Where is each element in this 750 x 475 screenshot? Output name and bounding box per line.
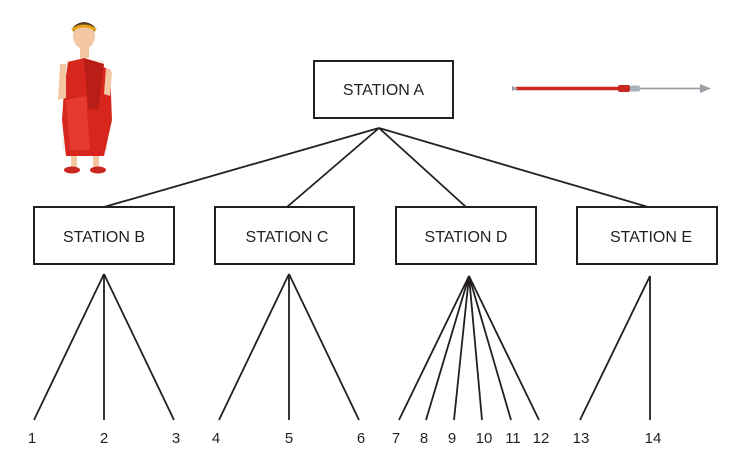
leaf-13: 13 — [573, 430, 590, 447]
leaf-1: 1 — [28, 430, 36, 447]
leaf-10: 10 — [476, 430, 493, 447]
station-a-label: STATION A — [343, 82, 425, 99]
leaf-9: 9 — [448, 430, 456, 447]
leaf-6: 6 — [357, 430, 365, 447]
station-e-label: STATION E — [610, 229, 692, 246]
edge-d-10 — [468, 275, 483, 421]
leaf-12: 12 — [533, 430, 550, 447]
roman-senator-illustration — [58, 22, 112, 174]
station-b-node: STATION B — [33, 206, 175, 265]
edge-d-9 — [453, 275, 470, 421]
edge-d-8 — [425, 275, 470, 421]
station-c-node: STATION C — [214, 206, 355, 265]
leaf-11: 11 — [505, 430, 521, 447]
edge-c-6 — [288, 273, 360, 421]
leaf-7: 7 — [392, 430, 400, 447]
station-c-label: STATION C — [246, 229, 329, 246]
edge-e-13 — [579, 275, 651, 421]
edge-b-1 — [33, 273, 105, 421]
station-d-label: STATION D — [425, 229, 508, 246]
leaf-8: 8 — [420, 430, 428, 447]
edge-a-b — [103, 127, 380, 208]
edge-a-e — [378, 127, 649, 208]
spear-illustration — [512, 84, 711, 93]
leaf-14: 14 — [645, 430, 662, 447]
edge-d-11 — [468, 275, 512, 421]
leaf-2: 2 — [100, 430, 108, 447]
edge-a-c — [286, 127, 380, 208]
leaf-5: 5 — [285, 430, 293, 447]
station-e-node: STATION E — [576, 206, 718, 265]
edge-d-12 — [468, 275, 540, 421]
station-b-connectors — [33, 273, 175, 421]
edge-c-4 — [218, 273, 290, 421]
edge-a-d — [378, 127, 467, 208]
edge-d-7 — [398, 275, 470, 421]
leaf-4: 4 — [212, 430, 220, 447]
station-a-node: STATION A — [313, 60, 454, 119]
station-d-connectors — [398, 275, 540, 421]
leaf-3: 3 — [172, 430, 180, 447]
leaf-labels: 1 2 3 4 5 6 7 8 9 10 11 12 13 14 — [28, 430, 662, 447]
edge-b-3 — [103, 273, 175, 421]
root-connectors — [103, 127, 649, 208]
station-b-label: STATION B — [63, 229, 145, 246]
station-c-connectors — [218, 273, 360, 421]
station-e-connectors — [579, 275, 651, 421]
station-d-node: STATION D — [395, 206, 537, 265]
